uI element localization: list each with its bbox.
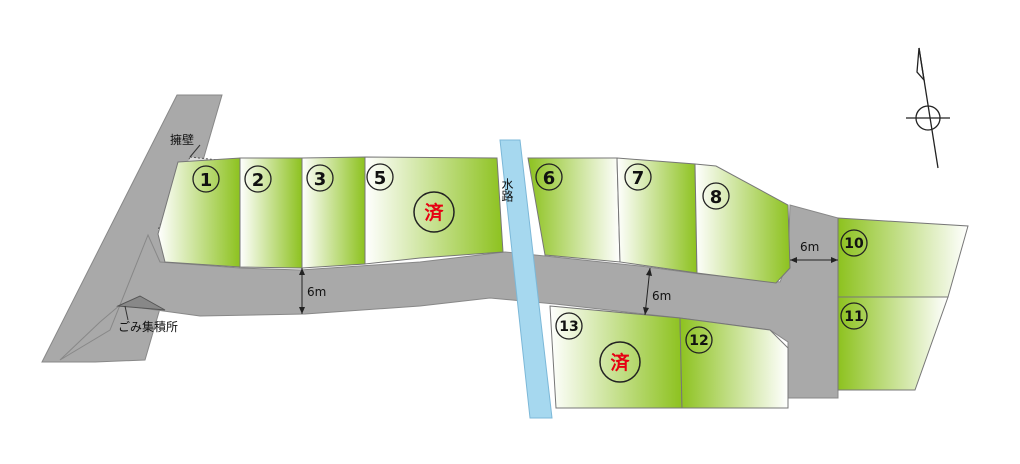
lot-label-6: 6 <box>535 163 563 191</box>
lot-label-12: 12 <box>685 326 713 354</box>
lot-label-3: 3 <box>306 164 334 192</box>
lot-1[interactable] <box>157 157 241 268</box>
svg-text:2: 2 <box>252 170 265 191</box>
svg-text:済: 済 <box>424 201 444 224</box>
svg-text:6m: 6m <box>800 240 819 254</box>
lot-5[interactable] <box>364 156 504 265</box>
svg-text:6: 6 <box>543 168 556 189</box>
road-diagonal <box>41 94 223 363</box>
lot-label-2: 2 <box>244 165 272 193</box>
lot-label-13: 13 <box>555 312 583 340</box>
sold-mark-lot-13: 済 <box>599 341 641 383</box>
lot-12[interactable] <box>679 317 789 409</box>
svg-text:3: 3 <box>314 169 327 190</box>
lot-label-7: 7 <box>624 163 652 191</box>
svg-text:10: 10 <box>844 236 864 252</box>
svg-text:8: 8 <box>710 187 723 208</box>
lot-label-8: 8 <box>702 182 730 210</box>
svg-text:6m: 6m <box>307 285 326 299</box>
garbage-station-label: ごみ集積所 <box>118 319 178 334</box>
lot-label-11: 11 <box>840 302 868 330</box>
svg-text:11: 11 <box>844 309 863 325</box>
road-width-marker-2: 6m <box>643 267 671 316</box>
svg-text:6m: 6m <box>652 289 671 303</box>
waterway-label: 水路 <box>500 178 514 203</box>
lot-2[interactable] <box>239 157 303 269</box>
svg-text:5: 5 <box>374 168 387 189</box>
svg-text:13: 13 <box>559 319 578 335</box>
lot-11[interactable] <box>837 296 949 391</box>
lot-8[interactable] <box>694 163 791 284</box>
north-arrow-icon <box>906 47 950 169</box>
lot-label-10: 10 <box>840 229 868 257</box>
sold-mark-lot-5: 済 <box>413 191 455 233</box>
svg-text:12: 12 <box>689 333 708 349</box>
lot-7[interactable] <box>616 157 698 274</box>
road-main <box>59 204 839 399</box>
road-width-marker-3: 6m <box>790 240 838 263</box>
retaining-wall-label: 擁壁 <box>170 132 194 147</box>
lot-3[interactable] <box>301 156 366 269</box>
waterway <box>499 139 553 419</box>
svg-text:7: 7 <box>632 168 645 189</box>
svg-text:済: 済 <box>610 351 630 374</box>
lot-label-1: 1 <box>192 165 220 193</box>
garbage-station-area <box>116 295 166 311</box>
lot-label-5: 5 <box>366 163 394 191</box>
svg-text:1: 1 <box>200 170 213 191</box>
road-width-marker-1: 6m <box>299 268 326 314</box>
